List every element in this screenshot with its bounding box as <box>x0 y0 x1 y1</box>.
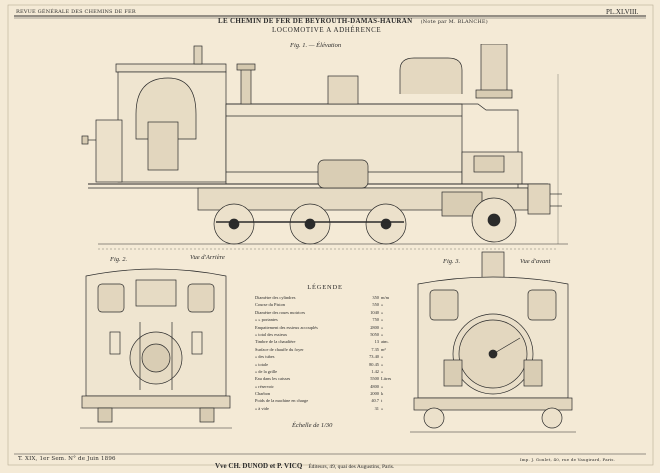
legend-row-value: 31 <box>374 405 379 411</box>
legend-title: LÉGENDE <box>307 284 343 291</box>
legend-row-label: » de la grille <box>255 368 278 374</box>
fig2-title: Vue d'Arrière <box>190 254 225 261</box>
legend-row-unit: m/m <box>381 295 390 300</box>
legend-row-value: 1.42 <box>371 368 379 374</box>
plate-number: PL.XLVIII. <box>606 8 639 16</box>
legend-row-label: Charbon <box>255 391 271 397</box>
legend-row: » de la grille 1.42» <box>255 368 395 375</box>
legend-row: Empattement des essieux accouplés 2800» <box>255 324 395 331</box>
legend-row-unit: » <box>381 368 384 374</box>
title-text: LE CHEMIN DE FER DE BEYROUTH-DAMAS-HAURA… <box>218 17 413 25</box>
legend-row-value: 73.40 <box>369 354 379 360</box>
legend-row-unit: » <box>381 331 384 337</box>
legend-row-unit: t <box>381 398 383 404</box>
legend-row-unit: » <box>381 309 384 315</box>
legend-row-unit: Litres <box>381 376 392 382</box>
legend-row-value: 80.45 <box>369 361 379 367</box>
legend-row-label: Course du Piston <box>255 302 286 308</box>
publisher-address: Éditeurs, 49, quai des Augustins, Paris. <box>308 464 395 470</box>
legend-row-label: Eau dans les caisses <box>255 376 291 382</box>
page-title: LE CHEMIN DE FER DE BEYROUTH-DAMAS-HAURA… <box>218 8 488 27</box>
legend-row-label: » des tubes <box>255 354 275 360</box>
legend-row-label: Poids de la machine en charge <box>255 398 309 404</box>
legend-row: » totale 80.45» <box>255 361 395 368</box>
legend-row-value: 2800 <box>370 324 379 330</box>
legend-row: » à vide 31» <box>255 405 395 412</box>
publisher-name: Vve CH. DUNOD et P. VICQ <box>215 462 303 470</box>
legend-row-label: » total des essieux <box>255 331 288 337</box>
footer-printer: Imp. J. Goulet, 40, rue de Vaugirard, Pa… <box>520 457 616 462</box>
title-note: (Note par M. BLANCHE) <box>420 19 488 25</box>
legend-row-unit: » <box>381 302 384 308</box>
scale-note: Échelle de 1/30 <box>292 422 333 429</box>
legend-row: » total des essieux 5050» <box>255 331 395 338</box>
fig1-caption: Fig. 1. — Élévation <box>290 42 342 49</box>
legend-row-label: Empattement des essieux accouplés <box>255 324 318 330</box>
legend-row: » réservoir 4800» <box>255 383 395 390</box>
legend-row: Course du Piston 550» <box>255 301 395 308</box>
legend-row-unit: k <box>381 391 384 397</box>
legend-row-unit: » <box>381 354 384 360</box>
legend-row-label: » totale <box>255 361 269 367</box>
legend-row-value: 4800 <box>370 383 379 389</box>
locomotive-elevation-drawing <box>81 44 568 250</box>
legend-row-value: 550 <box>372 302 379 308</box>
legend-row-unit: m² <box>381 346 386 352</box>
legend-row-unit: atm. <box>381 339 389 345</box>
legend-row: Diamètre des roues motrices 1040» <box>255 309 395 316</box>
legend-row-value: 5500 <box>370 376 379 382</box>
footer-issue: T. XIX, 1er Sem. N° de Juin 1896 <box>18 456 116 462</box>
legend-row: » des tubes 73.40» <box>255 353 395 360</box>
fig2-number: Fig. 2. <box>110 256 128 263</box>
legend-row-value: 1040 <box>370 309 379 315</box>
fig3-number: Fig. 3. <box>443 258 461 265</box>
legend-row-value: 2000 <box>370 391 379 397</box>
legend-row-unit: » <box>381 361 384 367</box>
legend-row-label: Timbre de la chaudière <box>255 339 296 345</box>
legend-row-value: 13 <box>374 339 379 345</box>
header-journal: REVUE GÉNÉRALE DES CHEMINS DE FER <box>16 9 136 15</box>
legend-row-unit: » <box>381 317 384 323</box>
drawing-subtitle: LOCOMOTIVE A ADHÉRENCE <box>272 26 382 34</box>
fig3-title: Vue d'avant <box>520 258 551 265</box>
legend-row-value: 750 <box>372 317 379 323</box>
legend-row-value: 5050 <box>370 331 379 337</box>
legend-row: » » portantes 750» <box>255 316 395 323</box>
legend-row-unit: » <box>381 405 384 411</box>
front-view-drawing <box>410 251 576 433</box>
legend-row-label: Surface de chauffe du foyer <box>255 346 304 352</box>
rear-view-drawing <box>80 268 232 429</box>
legend-row-label: » » portantes <box>255 317 278 323</box>
legend-row-label: » à vide <box>255 405 269 411</box>
legend-row-value: 350 <box>372 295 379 300</box>
legend-row-label: Diamètre des roues motrices <box>255 309 306 315</box>
legend-row-value: 7.35 <box>371 346 379 352</box>
legend-row-label: Diamètre des cylindres <box>255 295 296 300</box>
legend-row-value: 40.7 <box>371 398 379 404</box>
legend-row-unit: » <box>381 383 384 389</box>
footer-publisher: Vve CH. DUNOD et P. VICQ Éditeurs, 49, q… <box>215 455 394 473</box>
legend-row-unit: » <box>381 324 384 330</box>
legend-row-label: » réservoir <box>255 383 274 389</box>
